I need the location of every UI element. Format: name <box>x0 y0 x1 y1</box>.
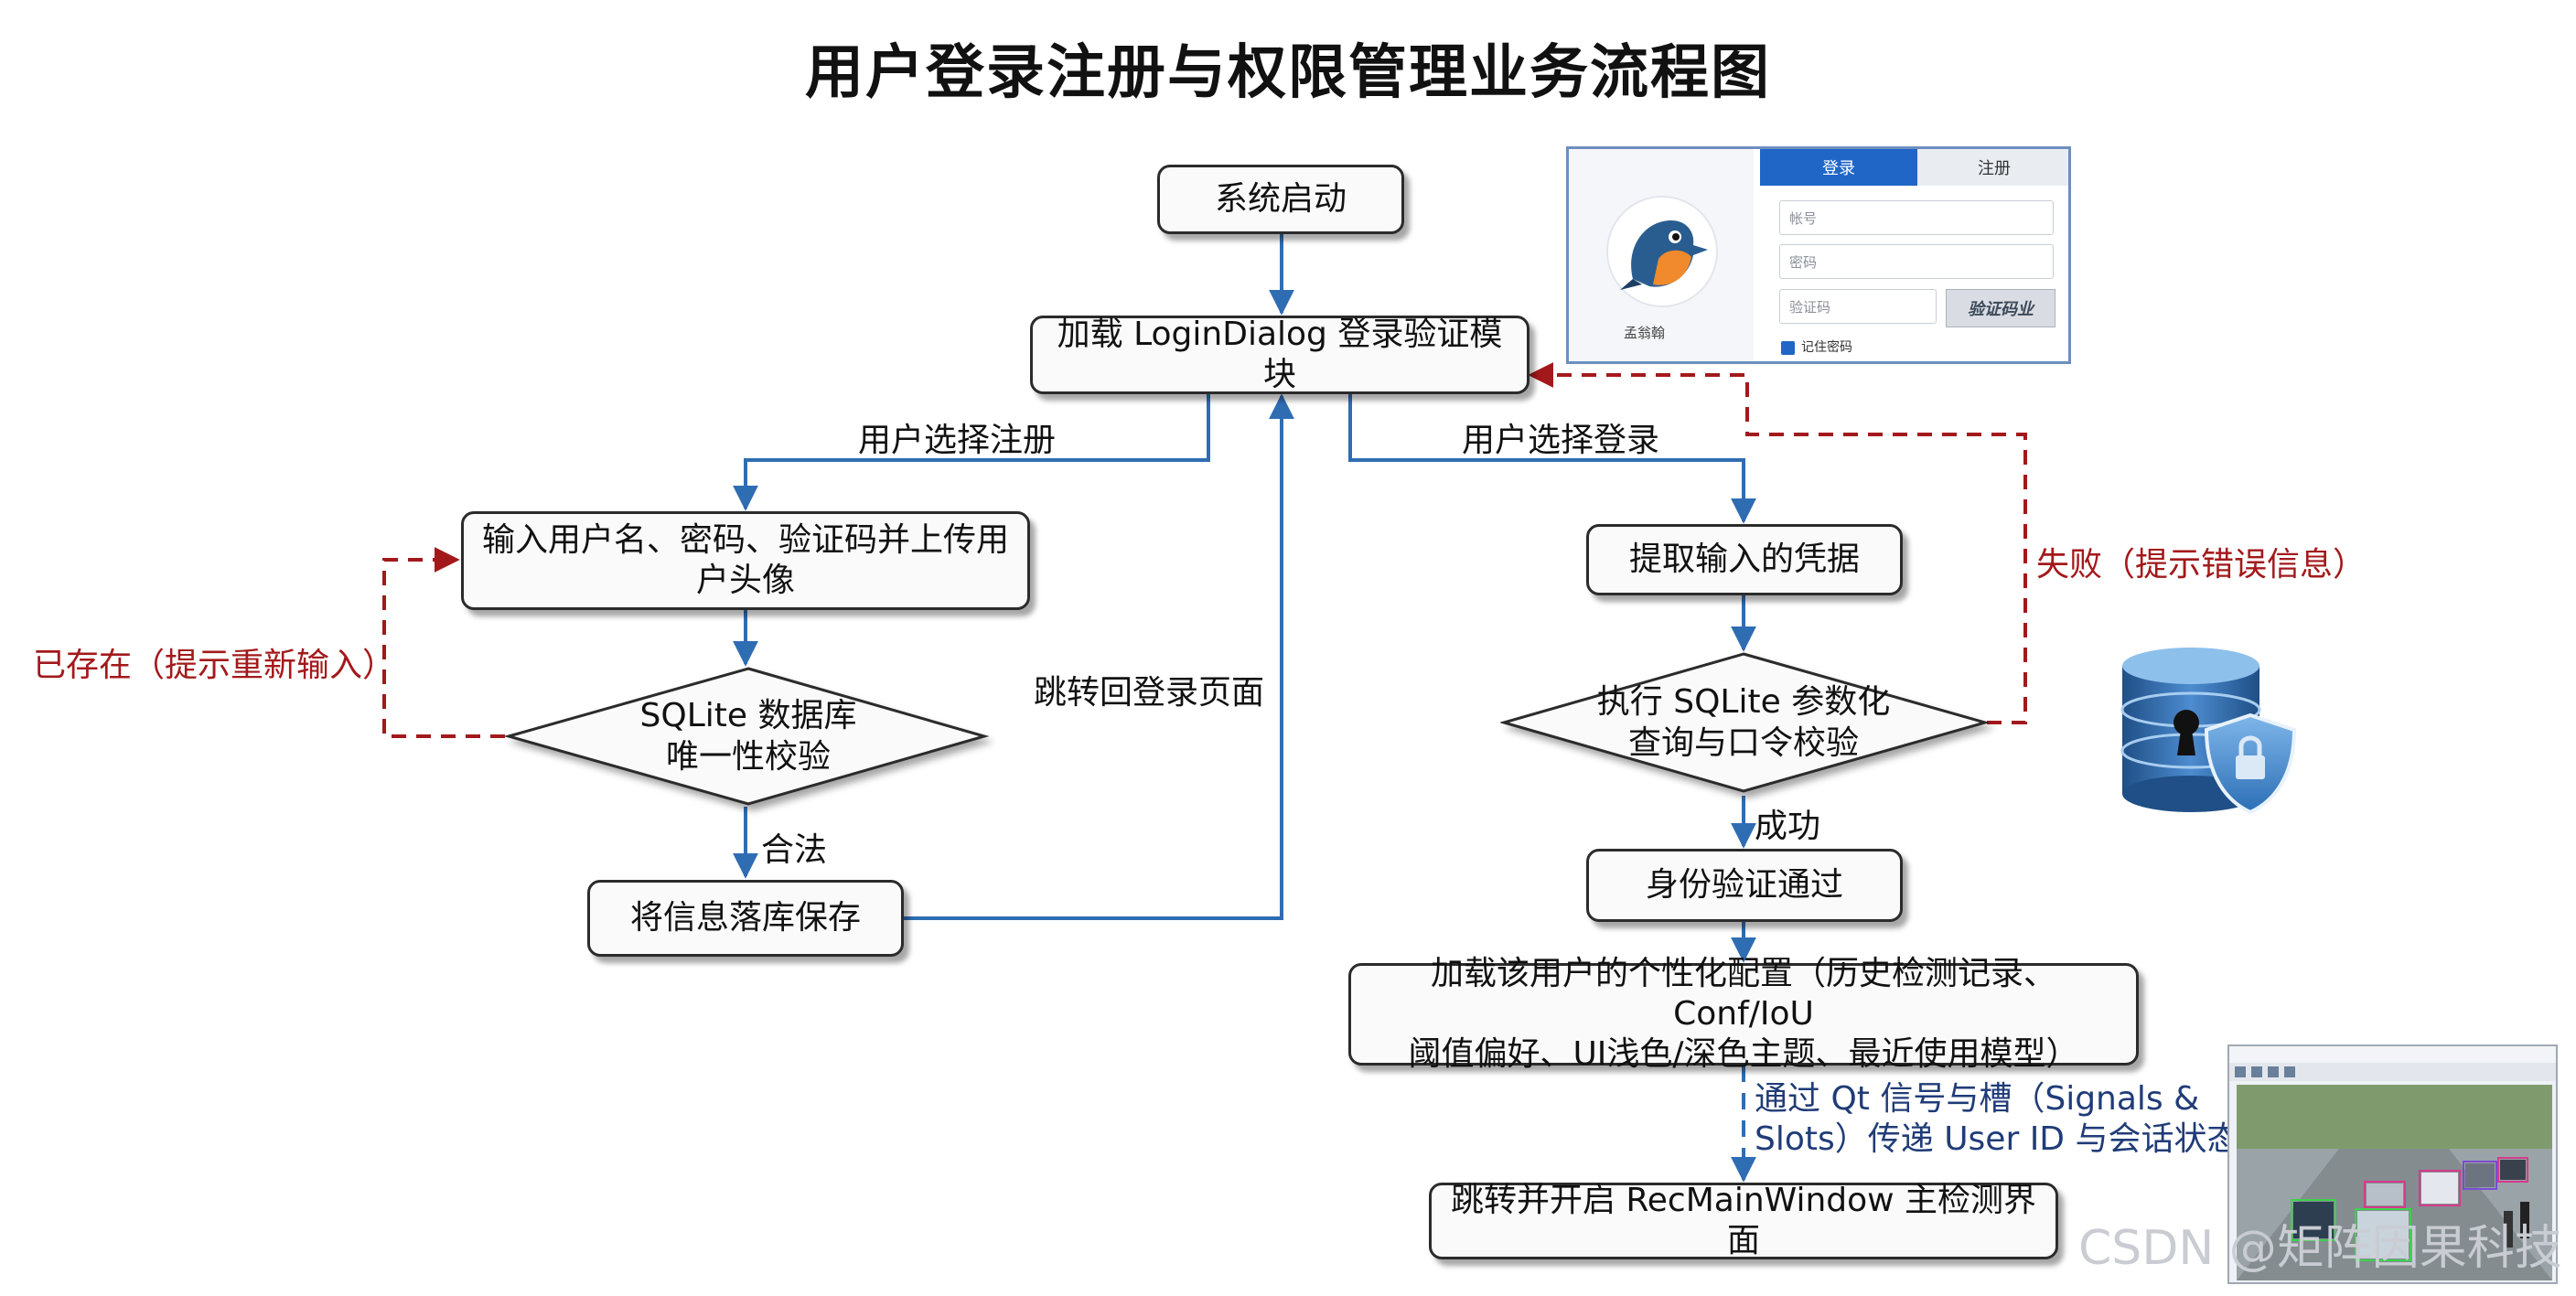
decision-query-check-shape <box>1500 652 1991 793</box>
login-dialog-remember-checkbox[interactable] <box>1781 341 1795 355</box>
label-qt-signals-slots: 通过 Qt 信号与槽（Signals & Slots）传递 User ID 与会… <box>1755 1080 2240 1158</box>
csdn-watermark: CSDN @矩阵因果科技 <box>2078 1221 2562 1276</box>
label-back-to-login: 跳转回登录页面 <box>1034 674 1265 712</box>
login-dialog-password-field[interactable]: 密码 <box>1779 244 2054 279</box>
label-fail-error: 失败（提示错误信息） <box>2036 546 2367 584</box>
edge-login-branch <box>1348 393 1756 524</box>
node-open-main-window: 跳转并开启 RecMainWindow 主检测界面 <box>1429 1182 2058 1259</box>
decision-unique-check: SQLite 数据库 唯一性校验 <box>505 664 990 809</box>
node-save-to-db: 将信息落库保存 <box>587 880 904 957</box>
label-choose-login: 用户选择登录 <box>1462 422 1660 459</box>
detection-window-screenshot <box>2227 1044 2558 1284</box>
login-dialog-screenshot: 孟翁翰 登录 注册 帐号 密码 验证码 验证码业 记住密码 <box>1566 146 2071 364</box>
label-valid: 合法 <box>761 831 828 869</box>
edge-fail-loop <box>1528 362 2027 724</box>
database-lock-icon <box>2120 648 2297 815</box>
node-input-register-info: 输入用户名、密码、验证码并上传用户头像 <box>461 511 1030 610</box>
node-load-user-config-text: 加载该用户的个性化配置（历史检测记录、Conf/IoU 阈值偏好、UI浅色/深色… <box>1408 955 2079 1073</box>
decision-unique-check-shape <box>505 667 990 806</box>
node-input-register-info-text: 输入用户名、密码、验证码并上传用户头像 <box>481 521 1009 599</box>
node-auth-pass: 身份验证通过 <box>1586 849 1903 922</box>
bird-avatar-icon <box>1606 196 1718 307</box>
edge-exists-loop <box>382 547 505 738</box>
label-success: 成功 <box>1755 808 1821 845</box>
detection-scene-image <box>2229 1046 2556 1280</box>
node-auth-pass-text: 身份验证通过 <box>1645 866 1843 905</box>
diagram-title: 用户登录注册与权限管理业务流程图 <box>805 39 1771 107</box>
node-extract-credentials: 提取输入的凭据 <box>1586 524 1903 595</box>
login-dialog-tab-login[interactable]: 登录 <box>1760 149 1917 186</box>
node-load-user-config: 加载该用户的个性化配置（历史检测记录、Conf/IoU 阈值偏好、UI浅色/深色… <box>1348 955 2139 1073</box>
node-open-main-window-text: 跳转并开启 RecMainWindow 主检测界面 <box>1450 1182 2037 1259</box>
edge-save-back-to-load <box>904 393 1294 920</box>
label-choose-register: 用户选择注册 <box>858 422 1057 459</box>
node-load-login-dialog-text: 加载 LoginDialog 登录验证模块 <box>1057 316 1503 393</box>
node-system-start-text: 系统启动 <box>1214 180 1347 219</box>
login-dialog-captcha-field[interactable]: 验证码 <box>1779 289 1937 324</box>
decision-unique-check-text: SQLite 数据库 唯一性校验 <box>639 697 857 776</box>
node-save-to-db-text: 将信息落库保存 <box>629 899 861 937</box>
edge-register-branch <box>733 393 1210 511</box>
node-load-login-dialog: 加载 LoginDialog 登录验证模块 <box>1030 316 1530 394</box>
decision-query-check-text: 执行 SQLite 参数化 查询与口令校验 <box>1596 683 1891 762</box>
decision-query-check: 执行 SQLite 参数化 查询与口令校验 <box>1500 649 1991 796</box>
label-exists-retry: 已存在（提示重新输入） <box>33 647 396 684</box>
node-extract-credentials-text: 提取输入的凭据 <box>1628 541 1860 579</box>
login-dialog-username: 孟翁翰 <box>1624 325 1666 341</box>
login-dialog-remember-label: 记住密码 <box>1801 340 1852 355</box>
node-system-start: 系统启动 <box>1157 165 1404 234</box>
login-dialog-account-field[interactable]: 帐号 <box>1779 200 2054 235</box>
login-dialog-captcha-image[interactable]: 验证码业 <box>1946 289 2055 327</box>
login-dialog-tab-register[interactable]: 注册 <box>1917 149 2068 186</box>
